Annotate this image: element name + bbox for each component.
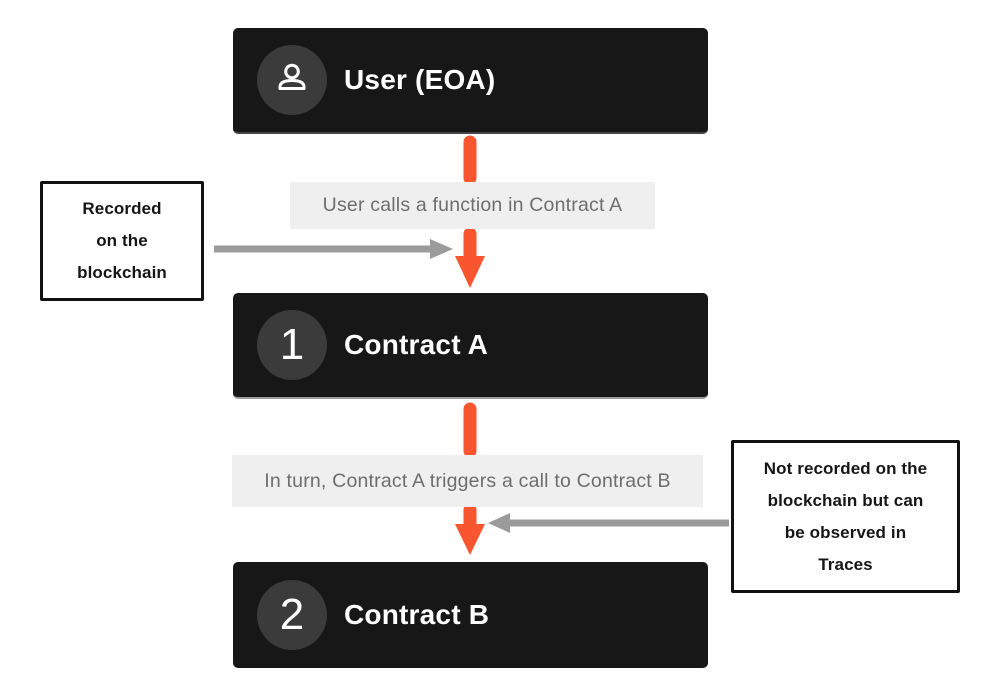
node-contract-b: 2 Contract B	[233, 562, 708, 668]
person-icon	[274, 60, 310, 101]
step-number-1: 1	[279, 320, 305, 369]
node-contract-a: 1 Contract A	[233, 293, 708, 399]
note-recorded-on-blockchain: Recorded on the blockchain	[40, 181, 204, 301]
edge-label-a-to-b: In turn, Contract A triggers a call to C…	[232, 455, 703, 507]
flow-arrow-user-to-contract-a	[455, 135, 485, 288]
step-2-circle: 2	[257, 580, 327, 650]
node-title-contract-a: Contract A	[344, 329, 489, 360]
node-title-user: User (EOA)	[344, 64, 496, 95]
step-1-circle: 1	[257, 310, 327, 380]
gray-arrow-recorded-note	[214, 239, 453, 259]
node-title-contract-b: Contract B	[344, 599, 490, 630]
note-not-recorded-traces: Not recorded on the blockchain but can b…	[731, 440, 960, 593]
step-number-2: 2	[279, 590, 305, 639]
node-user-eoa: User (EOA)	[233, 28, 708, 134]
edge-label-user-to-a: User calls a function in Contract A	[290, 182, 655, 229]
gray-arrow-not-recorded-note	[488, 513, 729, 533]
flow-arrow-contract-a-to-contract-b	[455, 402, 485, 555]
user-avatar-circle	[257, 45, 327, 115]
